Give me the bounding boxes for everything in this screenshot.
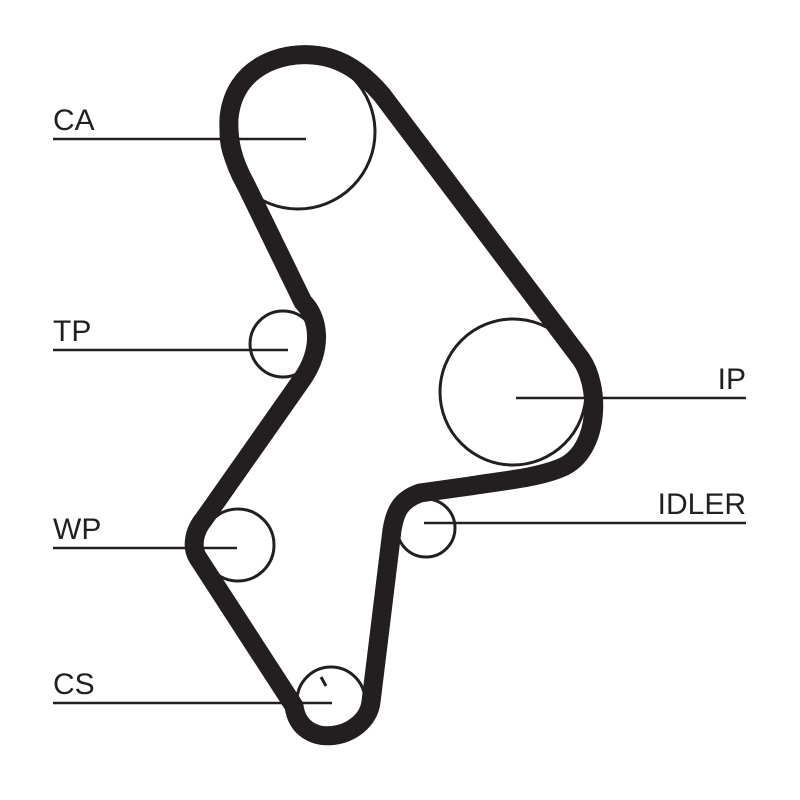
wp-label: WP <box>53 513 101 546</box>
ip-label: IP <box>718 363 746 396</box>
timing-belt <box>184 45 604 746</box>
ca-label: CA <box>53 104 95 137</box>
crankshaft-timing-mark <box>319 676 328 687</box>
idler-label: IDLER <box>658 488 746 521</box>
tp-label: TP <box>53 315 91 348</box>
cs-label: CS <box>53 668 95 701</box>
